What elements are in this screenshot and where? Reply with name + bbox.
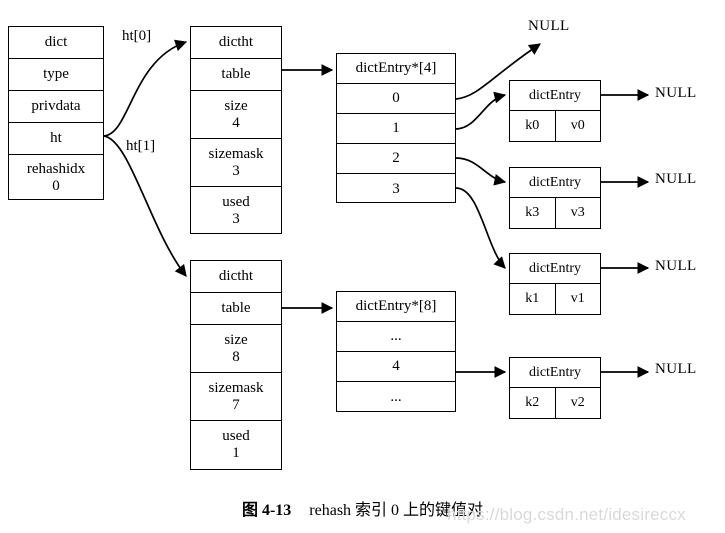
dict-entry-k3-title: dictEntry <box>510 168 600 198</box>
figure-number: 图 4-13 <box>241 502 292 519</box>
dict-entry-k3-kv: k3 v3 <box>510 198 600 228</box>
dict-entry-k3: dictEntry k3 v3 <box>509 167 601 229</box>
bucket-slot-0: 0 <box>337 84 455 114</box>
dict-entry-k0-key: k0 <box>510 111 556 141</box>
dict-field-privdata: privdata <box>9 91 103 123</box>
dict-struct-box: dict type privdata ht rehashidx 0 <box>8 26 104 200</box>
dictht-1-used: used 1 <box>222 428 250 461</box>
dictht-0-title: dictht <box>191 27 281 59</box>
dict-entry-k0-value: v0 <box>570 118 585 133</box>
dict-entry-k2-kv: k2 v2 <box>510 388 600 418</box>
bucket-slot-2: 2 <box>337 144 455 174</box>
dict-title: dict <box>9 27 103 59</box>
dictht-0-used: used 3 <box>222 194 250 227</box>
wire-ht1 <box>103 135 187 277</box>
bucket-slot-ellipsis-bottom: ... <box>390 388 402 405</box>
dictht-1-size: size 8 <box>191 325 281 373</box>
ht1-pointer-label: ht[1] <box>126 138 156 154</box>
bucket-slot-4: 4 <box>337 352 455 382</box>
figure-caption-text: rehash 索引 0 上的键值对 <box>309 502 484 519</box>
dict-entry-k2: dictEntry k2 v2 <box>509 357 601 419</box>
null-label-entry-k3: NULL <box>655 171 697 187</box>
dict-entry-k1-key: k1 <box>510 284 556 314</box>
dict-entry-k0: dictEntry k0 v0 <box>509 80 601 142</box>
wire-slot3-entry1 <box>455 187 506 269</box>
wire-slot1-entry0 <box>455 91 507 130</box>
dict-field-type: type <box>9 59 103 91</box>
bucket-array-0-header: dictEntry*[4] <box>337 54 455 84</box>
dictht-0-sizemask: sizemask 3 <box>191 139 281 187</box>
dict-entry-k0-kv: k0 v0 <box>510 111 600 141</box>
dictht-0-table: table <box>191 59 281 91</box>
dictht-1-sizemask: sizemask 7 <box>191 373 281 421</box>
null-label-entry-k2: NULL <box>655 361 697 377</box>
dict-entry-k1: dictEntry k1 v1 <box>509 253 601 315</box>
dict-entry-k2-key: k2 <box>510 388 556 418</box>
dict-entry-k1-title: dictEntry <box>510 254 600 284</box>
dict-entry-k0-title: dictEntry <box>510 81 600 111</box>
dictht-1-title: dictht <box>191 261 281 293</box>
dict-entry-k1-value: v1 <box>570 291 585 306</box>
bucket-slot-3: 3 <box>392 180 400 197</box>
dictht-1-table: table <box>191 293 281 325</box>
bucket-slot-1: 1 <box>337 114 455 144</box>
watermark-text: https://blog.csdn.net/idesireccx <box>447 505 686 524</box>
dictht-0-box: dictht table size 4 sizemask 3 used 3 <box>190 26 282 234</box>
null-label-entry-k1: NULL <box>655 258 697 274</box>
dictht-0-size: size 4 <box>191 91 281 139</box>
dict-entry-k2-value: v2 <box>570 395 585 410</box>
dict-entry-k3-key: k3 <box>510 198 556 228</box>
figure-caption: 图 4-13 rehash 索引 0 上的键值对 <box>0 496 725 520</box>
dict-field-rehashidx: rehashidx 0 <box>26 161 86 194</box>
wire-ht0 <box>103 39 188 137</box>
null-label-entry-k0: NULL <box>655 85 697 101</box>
bucket-slot-ellipsis-top: ... <box>337 322 455 352</box>
ht0-pointer-label: ht[0] <box>122 28 152 44</box>
dict-entry-k1-kv: k1 v1 <box>510 284 600 314</box>
bucket-array-1-header: dictEntry*[8] <box>337 292 455 322</box>
dict-field-ht: ht <box>9 123 103 155</box>
dict-entry-k3-value: v3 <box>570 205 585 220</box>
bucket-array-0-box: dictEntry*[4] 0 1 2 3 <box>336 53 456 203</box>
null-label-slot0: NULL <box>528 18 570 34</box>
dict-entry-k2-title: dictEntry <box>510 358 600 388</box>
dictht-1-box: dictht table size 8 sizemask 7 used 1 <box>190 260 282 470</box>
bucket-array-1-box: dictEntry*[8] ... 4 ... <box>336 291 456 412</box>
wire-slot2-entry3 <box>455 157 507 186</box>
